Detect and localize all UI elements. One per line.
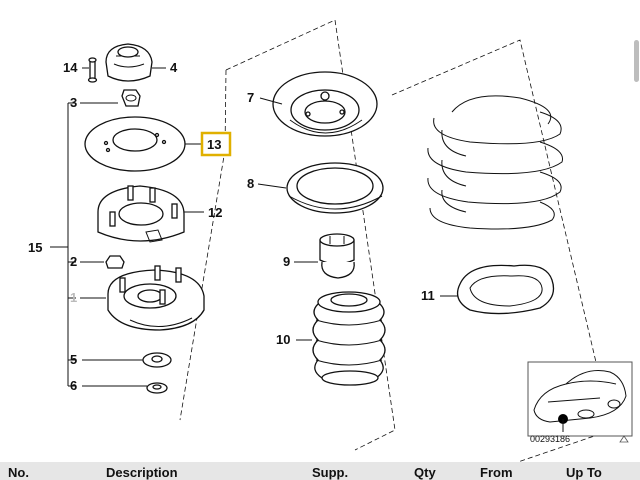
part-13-disc[interactable] — [84, 116, 186, 172]
callout-5[interactable]: 5 — [70, 352, 77, 367]
callout-13-highlight — [200, 131, 232, 157]
column-header-from[interactable]: From — [480, 465, 513, 480]
callout-3[interactable]: 3 — [70, 95, 77, 110]
mount-box-outline — [179, 69, 227, 421]
callout-9[interactable]: 9 — [283, 254, 290, 269]
part-10-bellows[interactable] — [312, 291, 386, 386]
callout-14[interactable]: 14 — [63, 60, 78, 75]
callout-12[interactable]: 12 — [208, 205, 222, 220]
part-9-bump-stop[interactable] — [319, 233, 355, 279]
vehicle-thumbnail[interactable]: 00293186 — [527, 361, 633, 444]
column-header-supp[interactable]: Supp. — [312, 465, 349, 480]
bracket-15 — [50, 102, 76, 387]
part-5-washer[interactable] — [142, 352, 172, 368]
part-7-spring-seat[interactable] — [272, 71, 378, 137]
part-4-cap[interactable] — [105, 43, 153, 82]
column-header-no[interactable]: No. — [8, 465, 29, 480]
callout-7[interactable]: 7 — [247, 90, 254, 105]
spring-box-outline — [391, 39, 613, 462]
column-header-description[interactable]: Description — [106, 465, 178, 480]
expand-triangle-icon[interactable] — [619, 435, 629, 443]
callout-10[interactable]: 10 — [276, 332, 290, 347]
part-14-pin[interactable] — [87, 57, 98, 83]
callout-2[interactable]: 2 — [70, 254, 77, 269]
callout-15[interactable]: 15 — [28, 240, 42, 255]
part-spring — [427, 95, 564, 230]
vertical-scrollbar[interactable] — [634, 40, 639, 82]
callout-4[interactable]: 4 — [170, 60, 178, 75]
part-2-nut[interactable] — [105, 255, 125, 269]
part-3-nut[interactable] — [121, 89, 141, 107]
parts-table-header: No. Description Supp. Qty From Up To — [0, 462, 640, 480]
part-12-mount[interactable] — [97, 185, 185, 243]
column-header-qty[interactable]: Qty — [414, 465, 436, 480]
callout-8[interactable]: 8 — [247, 176, 254, 191]
callout-1[interactable]: 1 — [70, 290, 77, 305]
thumbnail-code: 00293186 — [530, 434, 570, 444]
part-1-strut-mount[interactable] — [107, 265, 205, 331]
strut-box-outline — [225, 19, 396, 451]
part-6-washer[interactable] — [146, 382, 168, 394]
part-8-ring[interactable] — [286, 162, 384, 214]
part-11-pad[interactable] — [456, 264, 555, 315]
callout-11[interactable]: 11 — [421, 288, 435, 303]
callout-6[interactable]: 6 — [70, 378, 77, 393]
column-header-up-to[interactable]: Up To — [566, 465, 602, 480]
callout-13[interactable]: 13 — [207, 137, 221, 152]
parts-diagram: 14 4 3 13 12 15 2 1 5 6 7 8 9 10 11 0029… — [28, 19, 633, 462]
